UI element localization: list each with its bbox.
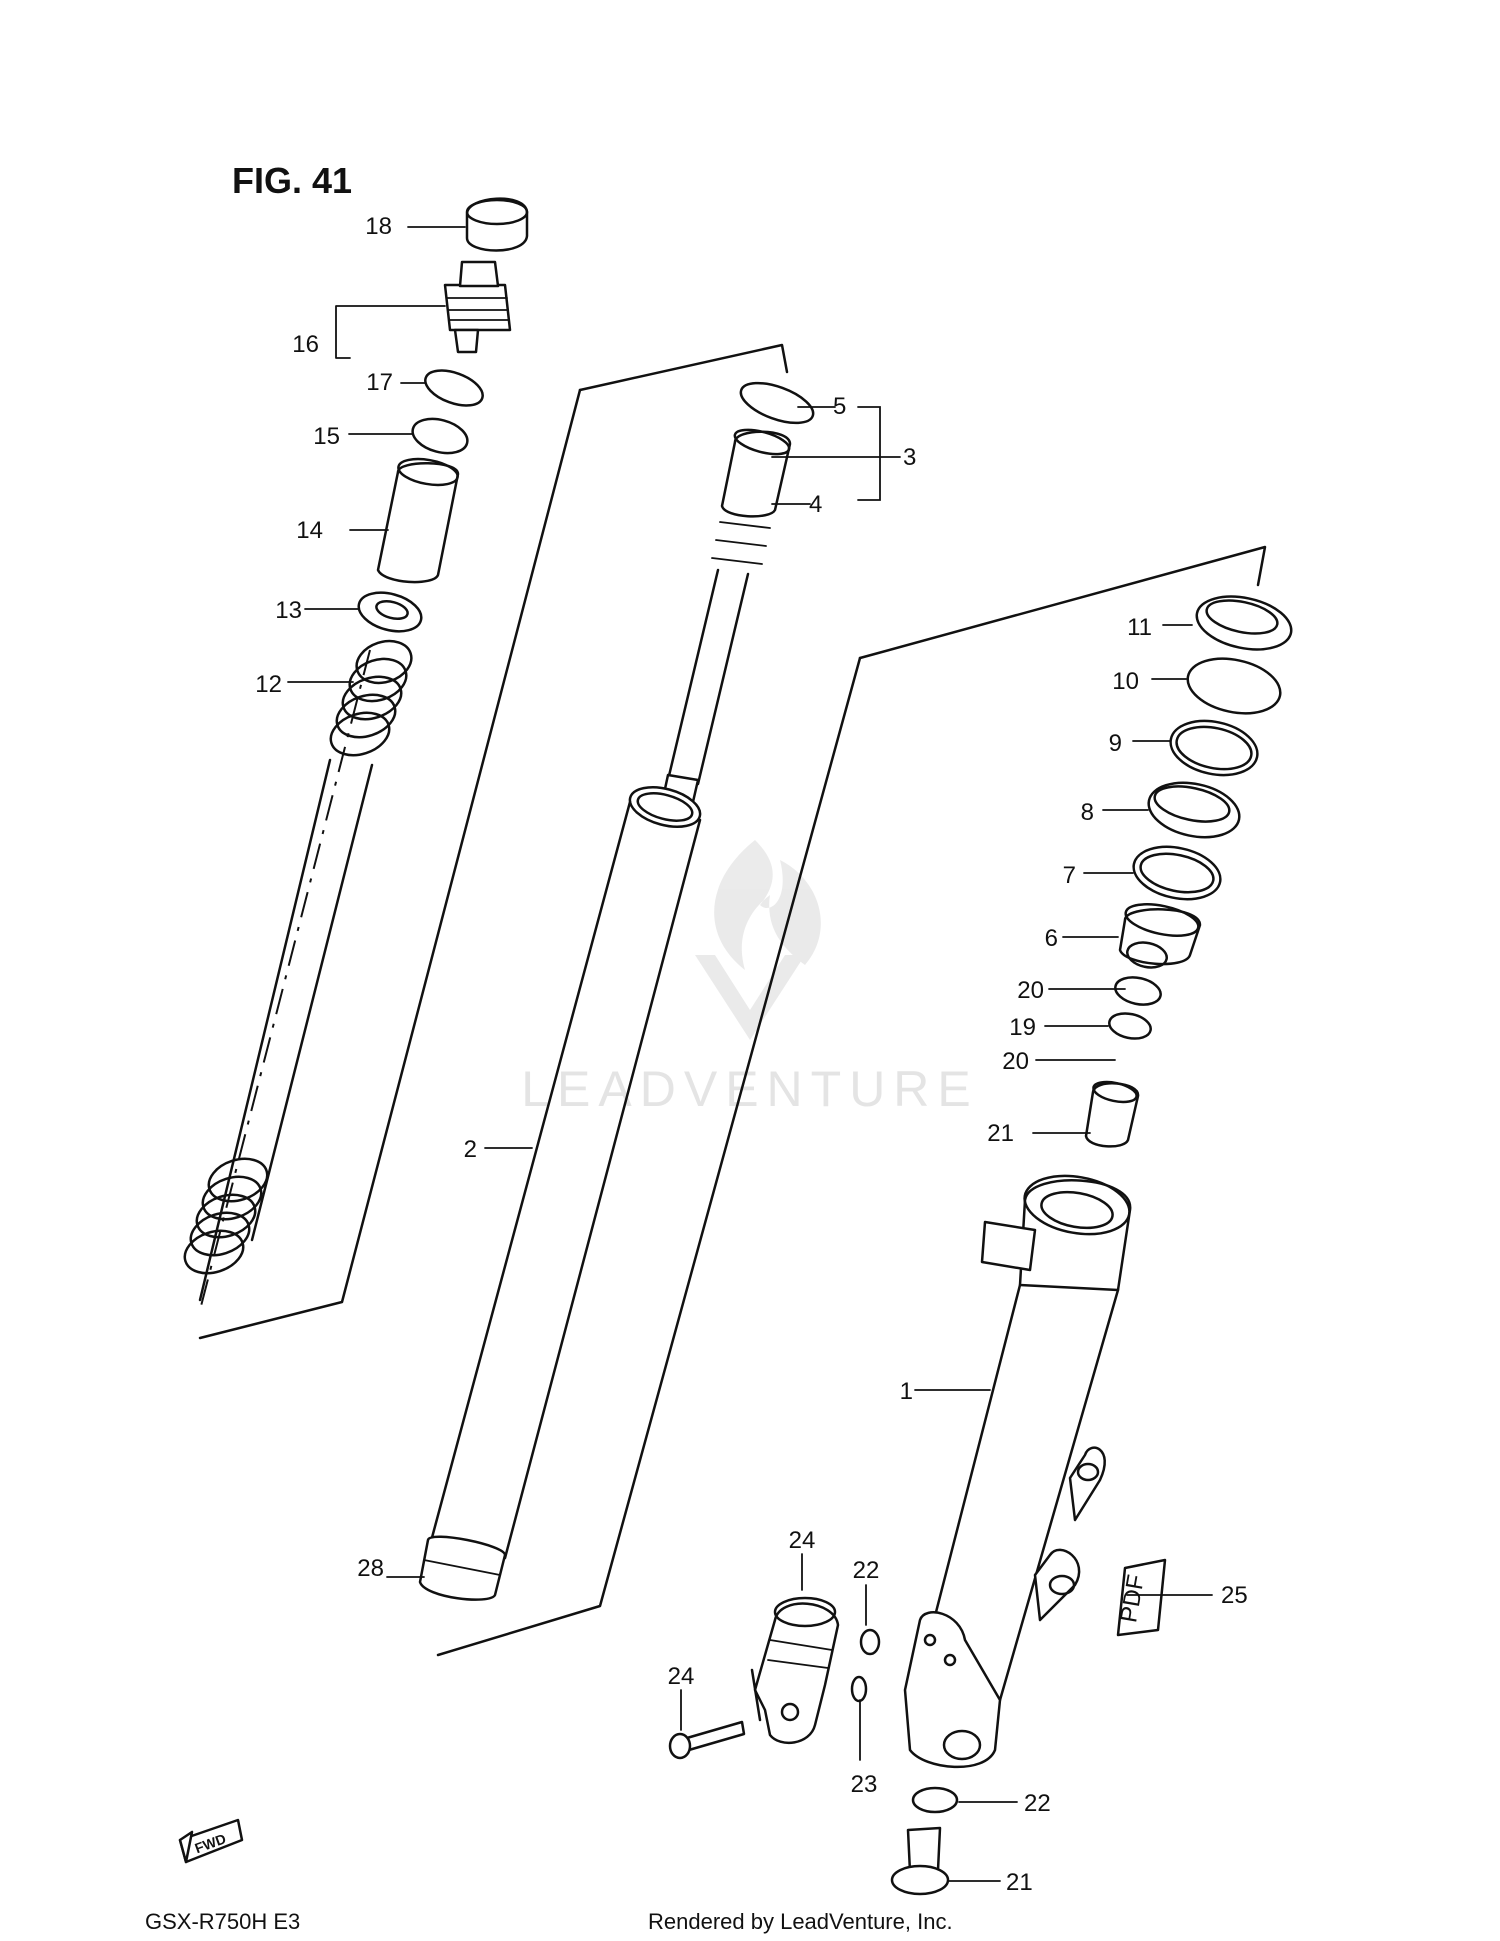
callout-19: 19 <box>1009 1014 1036 1041</box>
watermark: LEADVENTURE <box>521 840 979 1117</box>
callout-16: 16 <box>292 331 319 358</box>
callout-21: 21 <box>987 1120 1014 1147</box>
callout-18: 18 <box>365 213 392 240</box>
fork-spring <box>183 639 413 1302</box>
damper-rod <box>658 381 815 821</box>
callout-22: 21 <box>1006 1869 1033 1896</box>
damping-adjuster <box>668 1596 959 1896</box>
callout-20-lower: 20 <box>1002 1048 1029 1075</box>
inner-tube <box>418 786 702 1601</box>
callout-13: 13 <box>275 597 302 624</box>
model-code: GSX-R750H E3 <box>145 1909 300 1934</box>
outer-tube <box>903 1174 1132 1769</box>
forward-direction-badge: FWD <box>178 1818 244 1864</box>
callout-12: 12 <box>255 671 282 698</box>
callout-28: 28 <box>357 1555 384 1582</box>
cap-bolt-assembly <box>357 197 529 633</box>
callout-6: 6 <box>1045 925 1058 952</box>
callout-24-lower: 23 <box>851 1771 878 1798</box>
callout-25: 24 <box>789 1527 816 1554</box>
callout-numbers: 18 16 17 15 14 13 12 5 3 4 11 10 9 8 7 6… <box>255 213 1247 1896</box>
footer-credit: Rendered by LeadVenture, Inc. <box>648 1909 953 1934</box>
seal-stack <box>1084 595 1293 1148</box>
figure-title: FIG. 41 <box>232 160 352 201</box>
callout-15: 15 <box>313 423 340 450</box>
callout-14: 14 <box>296 517 323 544</box>
callout-26: 24 <box>668 1663 695 1690</box>
watermark-text: LEADVENTURE <box>521 1061 979 1117</box>
callout-5: 5 <box>833 393 846 420</box>
callout-3: 3 <box>903 444 916 471</box>
pdf-label: PDF <box>1115 1558 1167 1637</box>
callout-8: 8 <box>1081 799 1094 826</box>
callout-9: 9 <box>1109 730 1122 757</box>
callout-11: 11 <box>1127 614 1152 641</box>
callout-1: 1 <box>900 1378 913 1405</box>
leader-lines <box>287 226 1213 1882</box>
callout-4: 4 <box>809 491 822 518</box>
callout-27: 25 <box>1221 1582 1248 1609</box>
callout-10: 10 <box>1112 668 1139 695</box>
callout-23: 22 <box>1024 1790 1051 1817</box>
callout-17: 17 <box>366 369 393 396</box>
callout-20-upper: 20 <box>1017 977 1044 1004</box>
callout-2: 2 <box>464 1136 477 1163</box>
callout-24-upper: 22 <box>853 1557 880 1584</box>
callout-7: 7 <box>1063 862 1076 889</box>
